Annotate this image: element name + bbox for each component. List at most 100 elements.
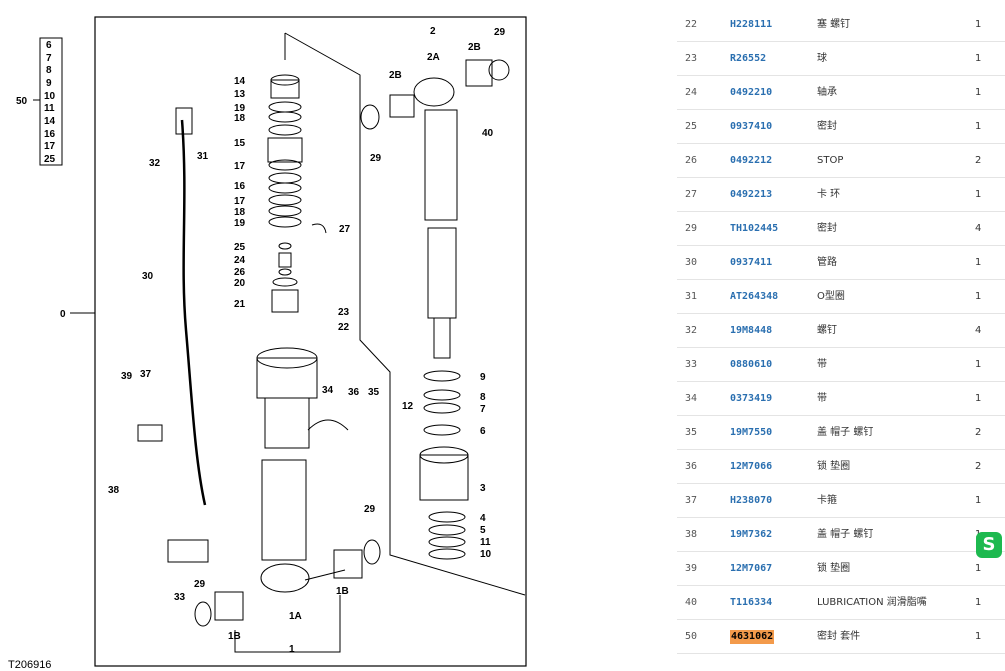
callout: 26 xyxy=(234,267,246,278)
callout: 17 xyxy=(234,196,246,207)
part-number-link[interactable]: 19M8448 xyxy=(730,325,773,336)
part-number-link[interactable]: 4631062 xyxy=(730,630,775,644)
parts-diagram: 6 7 8 9 10 11 14 16 17 25 50 0 14 13 19 … xyxy=(8,16,527,671)
rod-assembly xyxy=(360,59,510,560)
part-number-index: 32 xyxy=(685,325,698,336)
callout: 5 xyxy=(480,525,486,536)
part-quantity: 1 xyxy=(975,121,982,132)
part-quantity: 4 xyxy=(975,325,982,336)
part-number-index: 35 xyxy=(685,427,698,438)
part-number-index: 29 xyxy=(685,223,698,234)
part-description: 盖 帽子 螺钉 xyxy=(817,529,874,540)
s-logo-icon[interactable]: S xyxy=(976,532,1002,558)
part-number-index: 40 xyxy=(685,597,698,608)
part-number-link[interactable]: R26552 xyxy=(730,53,767,64)
callout: 19 xyxy=(234,103,246,114)
part-description: 盖 帽子 螺钉 xyxy=(817,427,874,438)
part-description: O型圈 xyxy=(817,291,845,302)
kit-item: 11 xyxy=(44,103,55,114)
kit-item: 6 xyxy=(46,40,52,51)
table-row: 34 0373419 带 1 xyxy=(677,382,1005,416)
part-number-link[interactable]: 0937410 xyxy=(730,121,773,132)
zero-label: 0 xyxy=(60,309,66,320)
part-quantity: 2 xyxy=(975,427,982,438)
part-number-index: 36 xyxy=(685,461,698,472)
diagram-labels: 6 7 8 9 10 11 14 16 17 25 50 0 14 13 19 … xyxy=(16,26,506,655)
part-number-link[interactable]: 0937411 xyxy=(730,257,773,268)
callout: 7 xyxy=(480,404,486,415)
callout: 34 xyxy=(322,385,334,396)
part-description: 锁 垫圈 xyxy=(817,461,851,472)
part-description: 带 xyxy=(817,393,827,404)
part-number-link[interactable]: 12M7066 xyxy=(730,461,773,472)
part-quantity: 1 xyxy=(975,359,982,370)
callout: 30 xyxy=(142,271,154,282)
diagram-frame xyxy=(94,16,527,667)
callout: 35 xyxy=(368,387,380,398)
part-description: 球 xyxy=(817,53,827,64)
callout: 21 xyxy=(234,299,246,310)
tube-line xyxy=(180,119,207,506)
part-number-index: 37 xyxy=(685,495,698,506)
callout: 6 xyxy=(480,426,486,437)
part-number-link[interactable]: 19M7362 xyxy=(730,529,773,540)
callout: 2A xyxy=(427,52,440,63)
part-number-index: 31 xyxy=(685,291,698,302)
part-number-link[interactable]: 0880610 xyxy=(730,359,773,370)
part-number-index: 25 xyxy=(685,121,698,132)
part-quantity: 1 xyxy=(975,19,982,30)
part-description: LUBRICATION 润滑脂嘴 xyxy=(817,597,927,608)
callout: 29 xyxy=(194,579,206,590)
kit-item: 9 xyxy=(46,78,52,89)
kit-item: 14 xyxy=(44,116,56,127)
callout: 2 xyxy=(430,26,436,37)
part-quantity: 1 xyxy=(975,257,982,268)
table-row: 35 19M7550 盖 帽子 螺钉 2 xyxy=(677,416,1005,450)
part-description: 管路 xyxy=(817,257,837,268)
part-quantity: 1 xyxy=(975,291,982,302)
part-number-link[interactable]: 0492210 xyxy=(730,87,773,98)
part-number-link[interactable]: TH102445 xyxy=(730,223,779,234)
part-description: 锁 垫圈 xyxy=(817,563,851,574)
callout: 29 xyxy=(364,504,376,515)
part-description: 密封 xyxy=(817,223,837,234)
part-number-link[interactable]: H228111 xyxy=(730,19,773,30)
part-description: 卡 环 xyxy=(817,189,841,200)
part-quantity: 2 xyxy=(975,155,982,166)
part-number-link[interactable]: H238070 xyxy=(730,495,773,506)
bushings xyxy=(137,419,381,627)
part-number-link[interactable]: 12M7067 xyxy=(730,563,773,574)
part-number-index: 34 xyxy=(685,393,698,404)
part-number-link[interactable]: 0373419 xyxy=(730,393,773,404)
callout: 39 xyxy=(121,371,133,382)
part-number-link[interactable]: 19M7550 xyxy=(730,427,773,438)
cylinder-exploded-view: 6 7 8 9 10 11 14 16 17 25 50 0 14 13 19 … xyxy=(8,16,527,671)
kit-item: 10 xyxy=(44,91,56,102)
part-number-link[interactable]: T116334 xyxy=(730,597,773,608)
part-description: 塞 螺钉 xyxy=(817,19,851,30)
part-number-link[interactable]: AT264348 xyxy=(730,291,779,302)
part-number-link[interactable]: 0492213 xyxy=(730,189,773,200)
part-quantity: 1 xyxy=(975,393,982,404)
callout: 29 xyxy=(370,153,382,164)
callout: 17 xyxy=(234,161,246,172)
part-quantity: 1 xyxy=(975,563,982,574)
callout: 38 xyxy=(108,485,120,496)
callout: 16 xyxy=(234,181,246,192)
cylinder-barrel xyxy=(256,347,346,593)
assembly-leader xyxy=(284,32,526,596)
part-number-index: 26 xyxy=(685,155,698,166)
part-number-link[interactable]: 0492212 xyxy=(730,155,773,166)
part-number-index: 33 xyxy=(685,359,698,370)
kit-item: 7 xyxy=(46,53,52,64)
callout: 13 xyxy=(234,89,246,100)
callout: 32 xyxy=(149,158,161,169)
part-quantity: 1 xyxy=(975,53,982,64)
callout: 24 xyxy=(234,255,246,266)
